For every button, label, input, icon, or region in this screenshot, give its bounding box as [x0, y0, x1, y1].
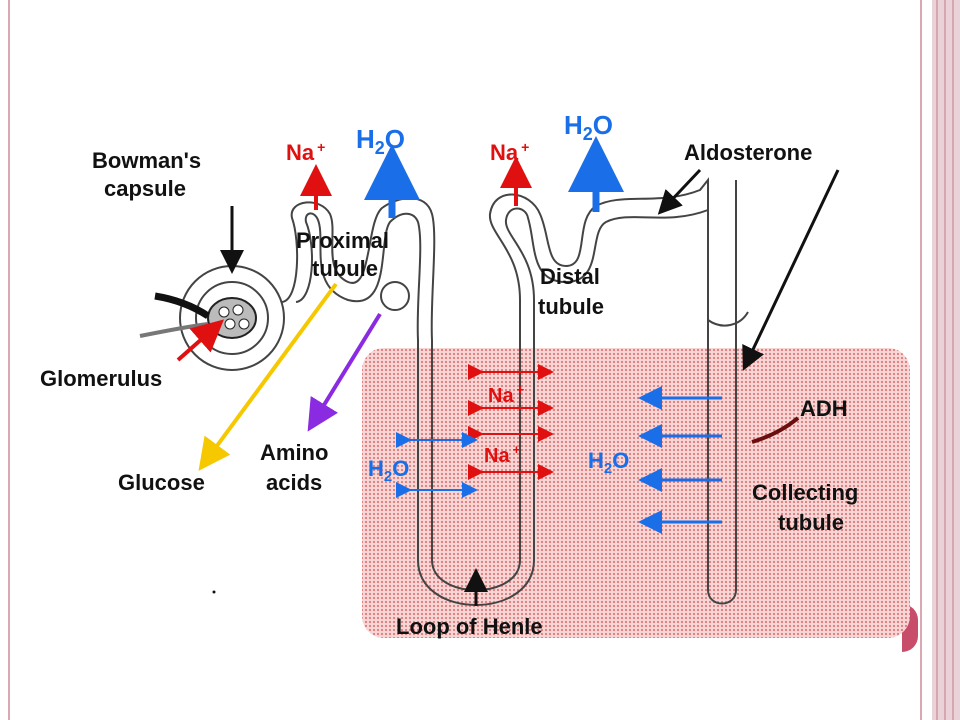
label-na-loop-lower: Na+	[484, 442, 521, 467]
collecting-duct-water-arrows	[638, 386, 722, 534]
label-glucose: Glucose	[118, 470, 205, 495]
label-collecting-line1: Collecting	[752, 480, 858, 505]
label-distal-line1: Distal	[540, 264, 600, 289]
amino-acids-arrow	[307, 312, 382, 432]
label-bowmans-line2: capsule	[104, 176, 186, 201]
medulla-region	[362, 348, 910, 638]
label-h2o-collecting: H2O	[588, 448, 629, 477]
label-h2o-loop: H2O	[368, 456, 409, 485]
adh-pointer	[751, 416, 800, 444]
glucose-arrow	[198, 282, 338, 471]
label-adh: ADH	[800, 396, 848, 421]
frame-line-right	[920, 0, 922, 720]
label-bowmans-line1: Bowman's	[92, 148, 201, 173]
stray-dot	[212, 590, 216, 594]
label-na-loop-upper: Na+	[488, 382, 525, 407]
glomerulus-pointer-arrow	[176, 319, 224, 362]
decorative-side-band	[932, 0, 960, 720]
label-proximal-line2: tubule	[312, 256, 378, 281]
loop-exchange-arrows	[396, 364, 554, 498]
label-h2o-distal: H2O	[564, 110, 613, 144]
label-collecting-line2: tubule	[778, 510, 844, 535]
label-h2o-proximal: H2O	[356, 124, 405, 158]
frame-line-left	[8, 0, 10, 720]
label-aldosterone: Aldosterone	[684, 140, 812, 165]
pointer-arrows	[220, 168, 840, 371]
label-na-proximal: Na+	[286, 139, 325, 165]
label-amino-line2: acids	[266, 470, 322, 495]
label-glomerulus: Glomerulus	[40, 366, 162, 391]
label-na-distal: Na+	[490, 139, 529, 165]
reabsorption-arrows	[300, 136, 624, 218]
label-distal-line2: tubule	[538, 294, 604, 319]
label-loop-of-henle: Loop of Henle	[396, 614, 543, 639]
label-amino-line1: Amino	[260, 440, 328, 465]
label-proximal-line1: Proximal	[296, 228, 389, 253]
